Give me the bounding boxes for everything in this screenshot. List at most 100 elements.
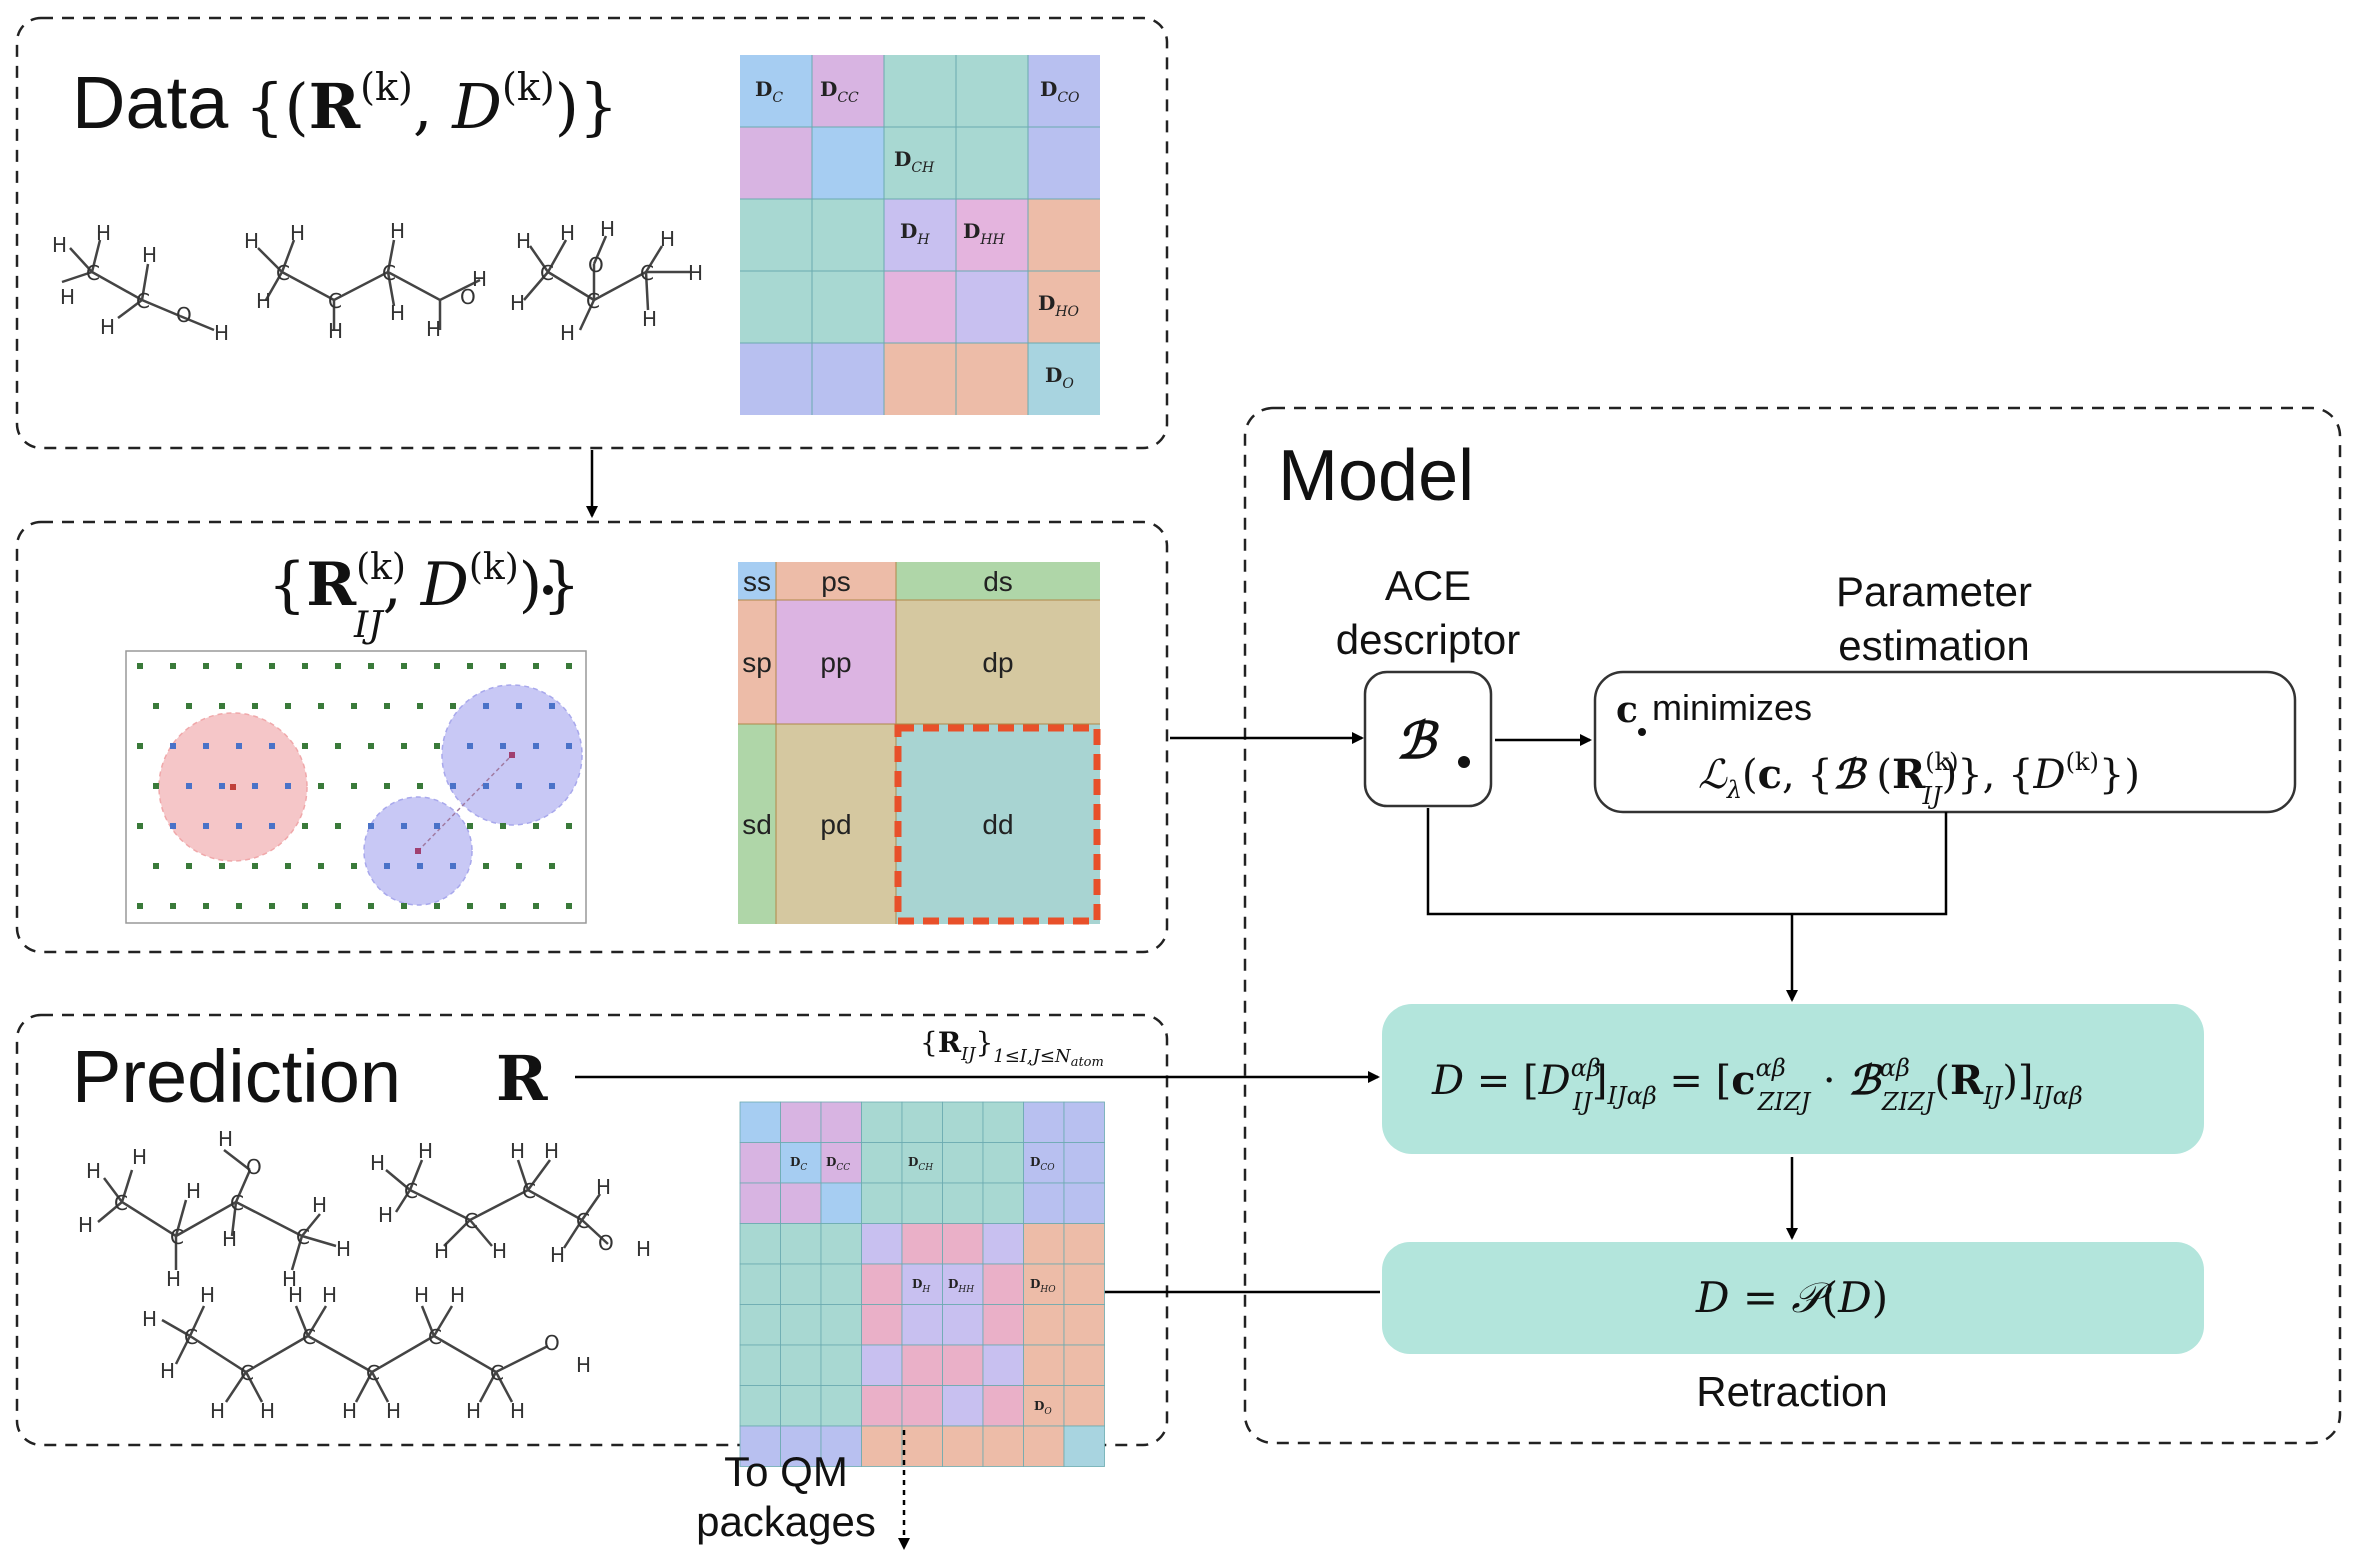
matrix-cell (982, 1385, 1024, 1427)
matrix-cell (861, 1385, 903, 1427)
lattice-dot (450, 783, 456, 789)
lattice-dot (434, 743, 440, 749)
lattice-dot (549, 863, 555, 869)
svg-text:H: H (142, 1307, 157, 1331)
lattice-dot (533, 663, 539, 669)
matrix-cell (1063, 1425, 1105, 1467)
lattice-dot (384, 703, 390, 709)
lattice-dot (335, 903, 341, 909)
svg-text:H: H (328, 319, 343, 343)
matrix-cell (780, 1182, 822, 1224)
lattice-dot (533, 903, 539, 909)
lattice-dot (153, 783, 159, 789)
svg-text:C: C (230, 1191, 244, 1215)
lattice-dot (318, 783, 324, 789)
matrix-cell (780, 1263, 822, 1305)
matrix-cell (1063, 1385, 1105, 1427)
lattice-dot (302, 663, 308, 669)
lattice-dot (351, 783, 357, 789)
retraction-label: Retraction (1696, 1368, 1887, 1415)
svg-text:H: H (688, 261, 703, 285)
lattice-dot (516, 703, 522, 709)
svg-text:C: C (540, 261, 554, 285)
data-formula: {(R(k), D(k))} (245, 65, 618, 143)
block-ds: ds (983, 566, 1013, 597)
lattice-dot (252, 703, 258, 709)
density-matrix-prediction: DC DCC DCH DCO DH DHH DHO DO (739, 1101, 1105, 1467)
svg-text:H: H (516, 229, 531, 253)
svg-text:H: H (596, 1175, 611, 1199)
svg-text:C: C (302, 1325, 316, 1349)
lattice-dot (533, 823, 539, 829)
svg-text:C: C (382, 261, 396, 285)
lattice-dot (401, 823, 407, 829)
svg-text:H: H (260, 1399, 275, 1423)
molecule-propanol (257, 239, 481, 330)
svg-text:H: H (256, 289, 271, 313)
lattice-dot (566, 743, 572, 749)
lattice-dot (203, 903, 209, 909)
lattice-dot (384, 783, 390, 789)
lattice-dot (219, 783, 225, 789)
blocks-formula: {R(k)IJ, D(k))} (268, 547, 580, 646)
matrix-cell (901, 1182, 943, 1224)
svg-text:H: H (200, 1283, 215, 1307)
matrix-cell (942, 1223, 984, 1265)
matrix-cell (942, 1385, 984, 1427)
lattice-dot (236, 743, 242, 749)
lattice-dot (170, 743, 176, 749)
lattice-dot (401, 743, 407, 749)
svg-text:H: H (418, 1139, 433, 1163)
lattice-dot (335, 823, 341, 829)
lattice-dot (252, 783, 258, 789)
prediction-symbol: R (496, 1042, 548, 1115)
lattice-dot (467, 663, 473, 669)
lattice-dot (450, 863, 456, 869)
lattice-dot (252, 863, 258, 869)
matrix-cell (901, 1263, 943, 1305)
lattice-dot (401, 663, 407, 669)
retraction-formula: D = 𝒫(D) (1695, 1273, 1888, 1322)
matrix-cell (780, 1142, 822, 1184)
matrix-cell (739, 1223, 781, 1265)
svg-text:H: H (378, 1203, 393, 1227)
svg-text:C: C (276, 261, 290, 285)
svg-text:O: O (246, 1155, 262, 1179)
d-formula-box (1382, 1004, 2204, 1154)
matrix-cell (1023, 1344, 1065, 1386)
lattice-dot (269, 663, 275, 669)
lattice-center-atom (509, 752, 515, 758)
lattice-dot (236, 823, 242, 829)
svg-text:H: H (560, 321, 575, 345)
svg-text:C: C (296, 1225, 310, 1249)
matrix-cell (1063, 1304, 1105, 1346)
lattice-dot (566, 663, 572, 669)
svg-text:H: H (244, 229, 259, 253)
lattice-dot (566, 903, 572, 909)
matrix-cell (1063, 1263, 1105, 1305)
svg-text:C: C (522, 1179, 536, 1203)
matrix-cell (861, 1182, 903, 1224)
svg-text:C: C (576, 1209, 590, 1233)
matrix-cell (820, 1304, 862, 1346)
svg-text:C: C (114, 1191, 128, 1215)
retraction-box (1382, 1242, 2204, 1354)
lattice-dot (219, 703, 225, 709)
lattice-dot (269, 903, 275, 909)
data-title: Data (72, 61, 229, 144)
lattice-center-atom (230, 784, 236, 790)
lattice-dot (483, 783, 489, 789)
lattice-dot (549, 703, 555, 709)
svg-text:H: H (166, 1267, 181, 1291)
matrix-cell (982, 1263, 1024, 1305)
lattice-dot (153, 863, 159, 869)
lattice-dot (203, 743, 209, 749)
qm-label-line2: packages (696, 1498, 876, 1545)
lattice-dot (483, 703, 489, 709)
svg-text:H: H (86, 1159, 101, 1183)
lattice-dot (351, 703, 357, 709)
svg-text:C: C (184, 1325, 198, 1349)
svg-text:H: H (390, 219, 405, 243)
matrix-cell (780, 1304, 822, 1346)
matrix-cell (942, 1142, 984, 1184)
